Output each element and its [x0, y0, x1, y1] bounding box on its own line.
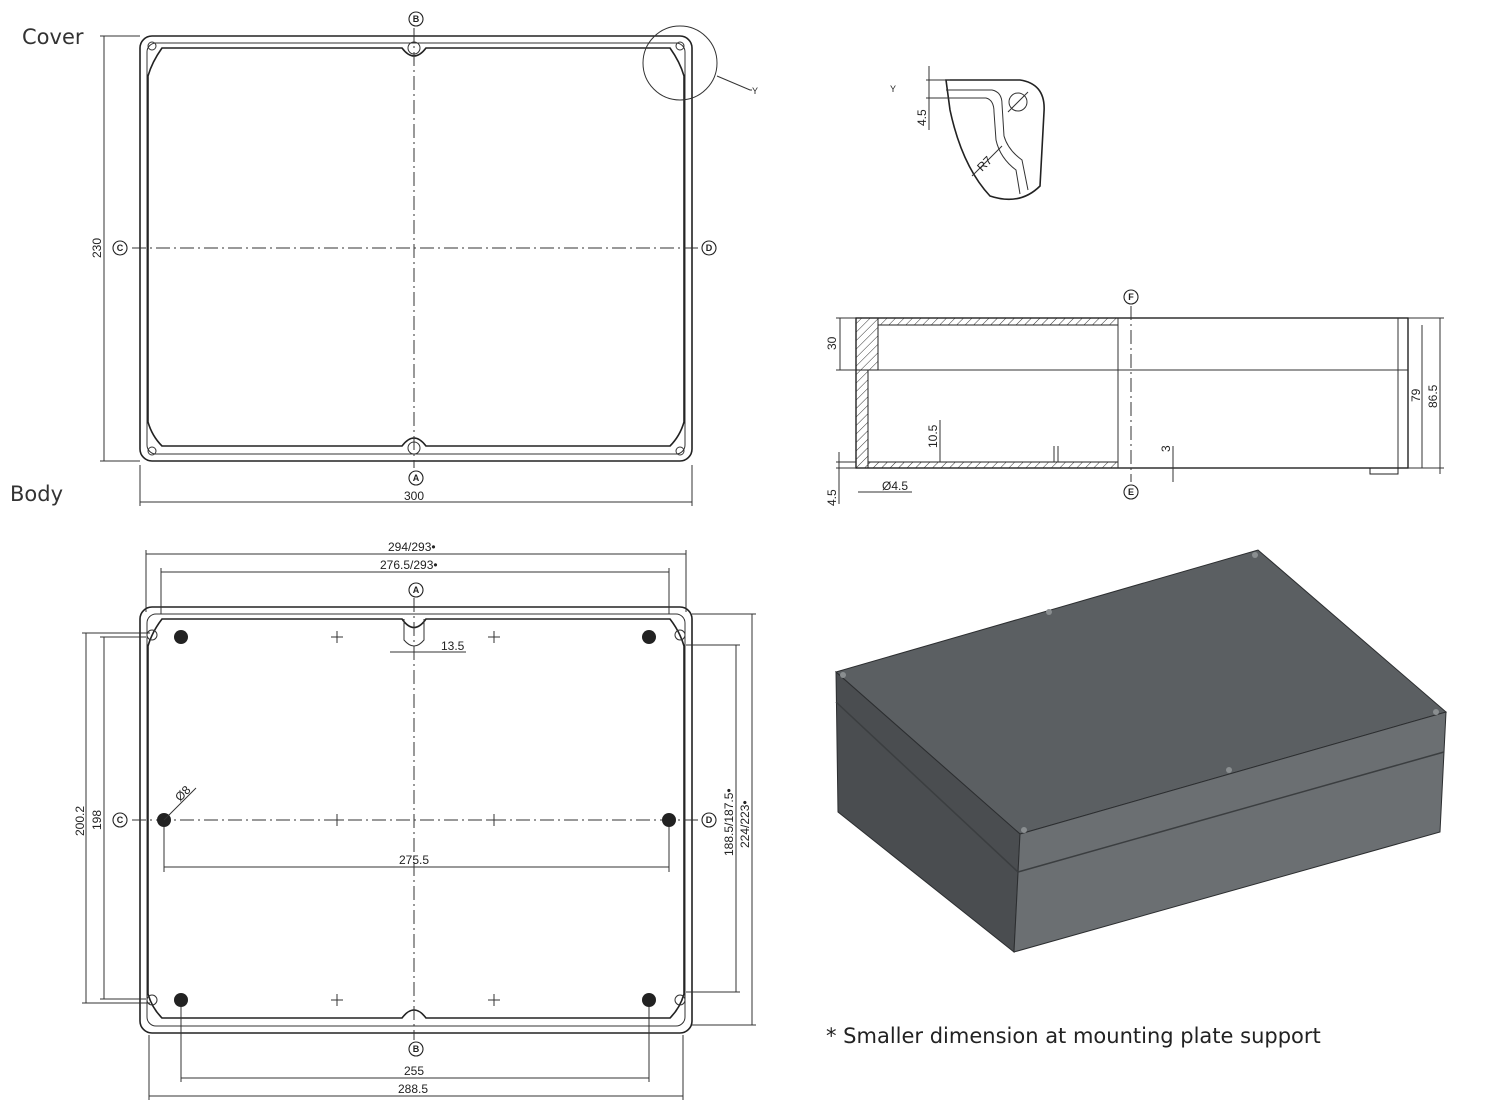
slot-a	[403, 619, 425, 647]
enclosure-parting-line	[835, 701, 1019, 873]
dim-left-outer: 200.2	[73, 806, 87, 836]
dim-lip: 4.5	[915, 109, 929, 126]
section-cover-top	[877, 317, 1119, 326]
svg-text:F: F	[1128, 292, 1134, 302]
detail-y-groove-2	[946, 97, 1021, 195]
marker-d-right: D	[701, 812, 717, 828]
svg-text:C: C	[117, 243, 124, 253]
detail-y-outline	[945, 79, 1045, 201]
enclosure-screw	[1021, 827, 1027, 833]
detail-y-hole-line	[1007, 91, 1029, 113]
dim-cover-height: 230	[90, 238, 104, 258]
cover-screw-tr	[675, 41, 685, 51]
marker-d-right: D	[701, 240, 717, 256]
enclosure-screw	[1046, 609, 1052, 615]
dim-cover-width: 300	[404, 489, 424, 503]
cover-view: Y 300 230 B A C D	[90, 11, 758, 506]
dim-screw: Ø4.5	[882, 479, 908, 493]
dim-slot: 13.5	[441, 639, 465, 653]
cover-screw-tl	[147, 41, 157, 51]
dim-wall: 10.5	[926, 424, 940, 448]
svg-text:A: A	[413, 473, 420, 483]
leader-hole-dia	[163, 787, 197, 821]
dim-cover-h: 30	[825, 336, 839, 350]
dim-outer-top: 294/293•	[388, 540, 436, 554]
marker-a-top: A	[408, 582, 424, 598]
dim-hole-span: 275.5	[399, 853, 429, 867]
footnote: * Smaller dimension at mounting plate su…	[826, 1024, 1321, 1048]
section-body-wall	[855, 369, 869, 469]
body-screw-tr	[674, 629, 686, 641]
section-cover-wall	[855, 317, 879, 371]
dim-bottom-outer: 288.5	[398, 1082, 428, 1096]
marker-f: F	[1123, 289, 1139, 305]
marker-c-left: C	[112, 240, 128, 256]
enclosure-screw	[840, 672, 846, 678]
marker-c-left: C	[112, 812, 128, 828]
cover-groove-inner	[147, 47, 685, 447]
detail-y-hole	[1008, 92, 1028, 112]
enclosure-front-face	[1013, 711, 1447, 953]
detail-y-circle	[642, 25, 718, 101]
detail-y-label: Y	[890, 84, 896, 94]
leader-radius	[971, 145, 1003, 177]
section-floor	[867, 461, 1119, 469]
detail-y: Y 4.5 R7	[890, 66, 1045, 201]
mount-crosses	[331, 631, 500, 1006]
marker-b-top: B	[408, 11, 424, 27]
marker-a-bottom: A	[408, 470, 424, 486]
detail-y-leader	[716, 75, 752, 91]
enclosure-screw	[1433, 709, 1439, 715]
body-inner-wall	[147, 618, 685, 1019]
mount-hole	[174, 993, 188, 1007]
marker-e: E	[1123, 484, 1139, 500]
body-screw-bl	[146, 994, 158, 1006]
svg-text:B: B	[413, 1044, 420, 1054]
detail-y-ref: Y	[752, 86, 758, 96]
dim-right-outer: 224/223•	[738, 800, 752, 848]
cover-screw-bl	[147, 446, 157, 456]
body-screw-br	[674, 994, 686, 1006]
dim-floor: 4.5	[825, 489, 839, 506]
mount-hole	[174, 630, 188, 644]
enclosure-screw	[1252, 552, 1258, 558]
enclosure-parting-line	[1017, 751, 1445, 873]
dim-inner-h: 79	[1409, 388, 1423, 402]
dim-left-inner: 198	[90, 810, 104, 830]
section-foot	[1369, 467, 1399, 475]
dim-bottom-inner: 255	[404, 1064, 424, 1078]
enclosure-3d-render	[834, 549, 1448, 953]
cover-label: Cover	[22, 25, 84, 49]
svg-text:A: A	[413, 585, 420, 595]
dim-rib: 3	[1159, 445, 1173, 452]
svg-text:D: D	[706, 815, 713, 825]
mount-hole	[642, 630, 656, 644]
body-label: Body	[10, 482, 63, 506]
dim-hole-dia: Ø8	[172, 783, 193, 804]
body-screw-tl	[146, 629, 158, 641]
svg-text:D: D	[706, 243, 713, 253]
svg-text:C: C	[117, 815, 124, 825]
detail-y-groove-1	[946, 89, 1029, 191]
enclosure-screw	[1226, 767, 1232, 773]
dim-inner-top: 276.5/293•	[380, 558, 438, 572]
marker-b-bottom: B	[408, 1041, 424, 1057]
cover-screw-br	[675, 446, 685, 456]
svg-text:B: B	[413, 14, 420, 24]
body-view: 294/293• 276.5/293• 13.5 Ø8 275.5 255 28…	[73, 540, 756, 1100]
dim-total-h: 86.5	[1426, 384, 1440, 408]
mount-hole	[642, 993, 656, 1007]
section-view: 30 10.5 4.5 Ø4.5 3 79 86.5 F E	[825, 289, 1444, 506]
svg-text:E: E	[1128, 487, 1134, 497]
dim-right-inner: 188.5/187.5•	[722, 788, 736, 856]
mount-hole	[662, 813, 676, 827]
